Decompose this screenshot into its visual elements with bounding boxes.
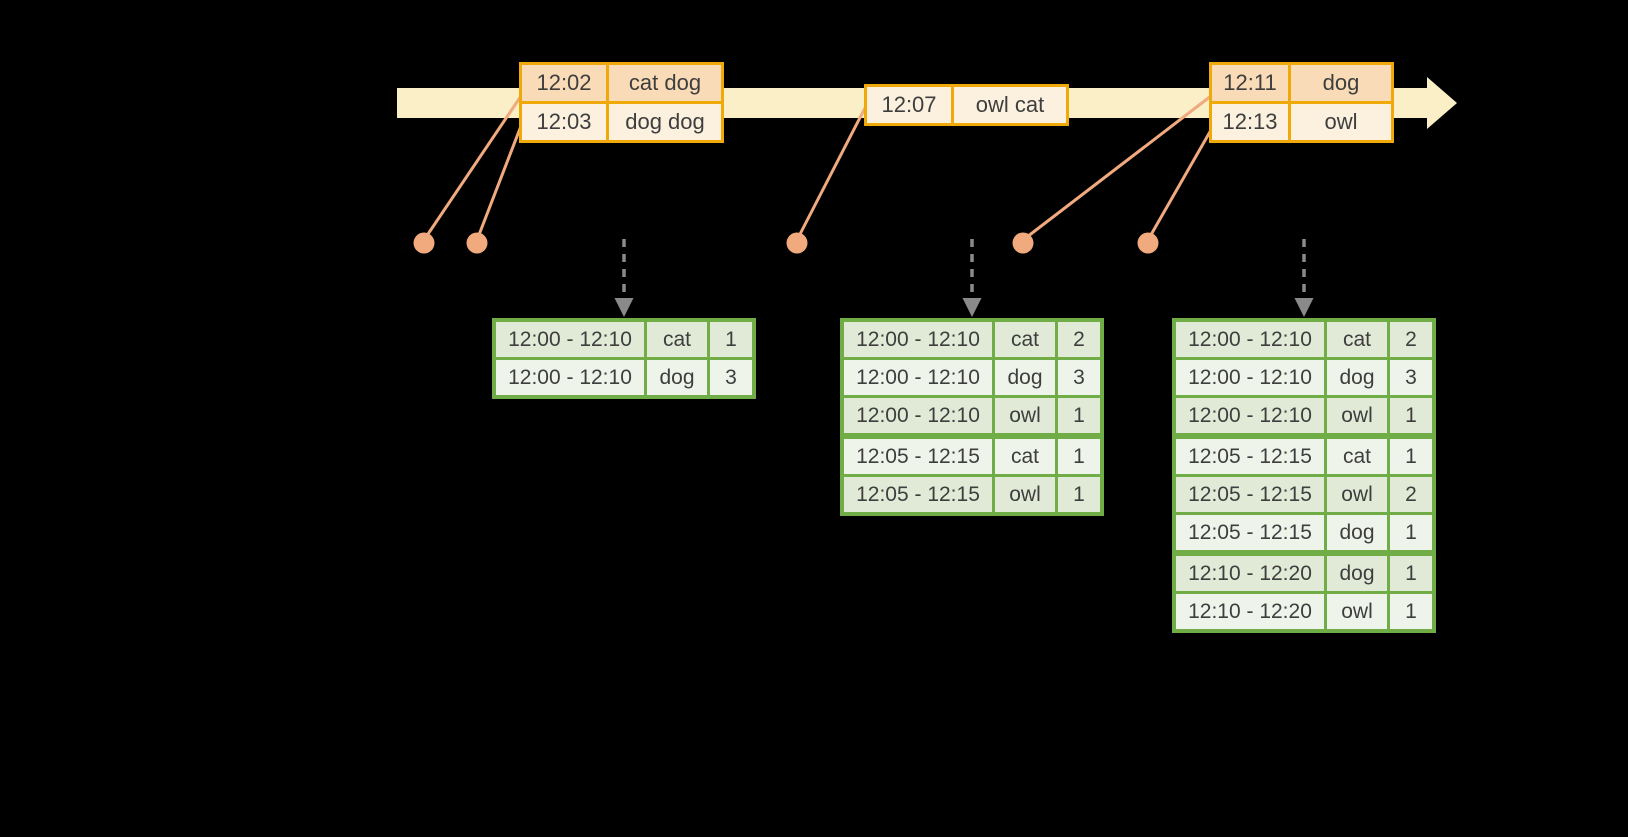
connector-line [795, 105, 868, 241]
count-cell: 3 [1390, 360, 1432, 395]
word-cell: cat [995, 322, 1055, 357]
window-cell: 12:00 - 12:10 [1176, 360, 1324, 395]
count-cell: 1 [1390, 515, 1432, 550]
event-time-cell: 12:02 [522, 65, 606, 101]
window-cell: 12:10 - 12:20 [1176, 556, 1324, 591]
event-words-cell: dog dog [609, 104, 721, 140]
result-table-1: 12:00 - 12:10 cat 1 12:00 - 12:10 dog 3 [492, 318, 756, 399]
result-table-3: 12:00 - 12:10 cat 2 12:00 - 12:10 dog 3 … [1172, 318, 1436, 633]
window-cell: 12:00 - 12:10 [844, 322, 992, 357]
window-cell: 12:00 - 12:10 [844, 398, 992, 433]
result-row: 12:10 - 12:20 dog 1 [1176, 556, 1432, 591]
word-cell: dog [1327, 360, 1387, 395]
result-row: 12:05 - 12:15 dog 1 [1176, 515, 1432, 550]
connector-lines [422, 94, 1213, 242]
event-row: 12:13 owl [1212, 104, 1391, 140]
word-cell: owl [995, 398, 1055, 433]
timeline-arrowhead-icon [1427, 77, 1457, 129]
event-table-1: 12:02 cat dog 12:03 dog dog [519, 62, 724, 143]
word-cell: dog [1327, 515, 1387, 550]
result-row: 12:00 - 12:10 owl 1 [844, 398, 1100, 433]
event-dots [413, 232, 1159, 254]
event-dot [1137, 232, 1159, 254]
count-cell: 1 [710, 322, 752, 357]
window-cell: 12:00 - 12:10 [496, 322, 644, 357]
result-row: 12:00 - 12:10 cat 2 [1176, 322, 1432, 357]
event-time-cell: 12:03 [522, 104, 606, 140]
count-cell: 1 [1390, 398, 1432, 433]
event-dot [466, 232, 488, 254]
event-words-cell: cat dog [609, 65, 721, 101]
result-row: 12:05 - 12:15 owl 1 [844, 477, 1100, 512]
word-cell: cat [1327, 322, 1387, 357]
event-dot [786, 232, 808, 254]
window-cell: 12:05 - 12:15 [844, 477, 992, 512]
connector-line [475, 125, 523, 241]
result-row: 12:05 - 12:15 owl 2 [1176, 477, 1432, 512]
window-cell: 12:00 - 12:10 [496, 360, 644, 395]
trigger-arrow-head-icon [614, 298, 634, 317]
trigger-arrow-head-icon [1294, 298, 1314, 317]
word-cell: owl [1327, 398, 1387, 433]
word-cell: owl [1327, 477, 1387, 512]
window-cell: 12:05 - 12:15 [1176, 515, 1324, 550]
event-words-cell: owl [1291, 104, 1391, 140]
event-dot [1012, 232, 1034, 254]
result-row: 12:00 - 12:10 owl 1 [1176, 398, 1432, 433]
window-cell: 12:05 - 12:15 [1176, 439, 1324, 474]
result-row: 12:00 - 12:10 dog 3 [844, 360, 1100, 395]
count-cell: 1 [1390, 439, 1432, 474]
count-cell: 1 [1390, 594, 1432, 629]
word-cell: cat [995, 439, 1055, 474]
word-cell: dog [1327, 556, 1387, 591]
result-row: 12:00 - 12:10 cat 2 [844, 322, 1100, 357]
event-row: 12:02 cat dog [522, 65, 721, 101]
word-cell: dog [995, 360, 1055, 395]
count-cell: 1 [1058, 439, 1100, 474]
count-cell: 1 [1390, 556, 1432, 591]
window-cell: 12:00 - 12:10 [1176, 398, 1324, 433]
event-row: 12:11 dog [1212, 65, 1391, 101]
event-dot [413, 232, 435, 254]
connector-line [422, 95, 523, 241]
event-time-cell: 12:11 [1212, 65, 1288, 101]
count-cell: 1 [1058, 477, 1100, 512]
event-words-cell: owl cat [954, 87, 1066, 123]
event-words-cell: dog [1291, 65, 1391, 101]
count-cell: 3 [1058, 360, 1100, 395]
event-table-2: 12:07 owl cat [864, 84, 1069, 126]
event-table-3: 12:11 dog 12:13 owl [1209, 62, 1394, 143]
word-cell: owl [1327, 594, 1387, 629]
count-cell: 2 [1058, 322, 1100, 357]
window-cell: 12:00 - 12:10 [1176, 322, 1324, 357]
event-time-cell: 12:07 [867, 87, 951, 123]
window-cell: 12:05 - 12:15 [844, 439, 992, 474]
event-row: 12:07 owl cat [867, 87, 1066, 123]
count-cell: 2 [1390, 477, 1432, 512]
word-cell: cat [647, 322, 707, 357]
event-row: 12:03 dog dog [522, 104, 721, 140]
trigger-arrow-head-icon [962, 298, 982, 317]
trigger-arrows [614, 239, 1314, 317]
result-table-2: 12:00 - 12:10 cat 2 12:00 - 12:10 dog 3 … [840, 318, 1104, 516]
window-cell: 12:10 - 12:20 [1176, 594, 1324, 629]
word-cell: owl [995, 477, 1055, 512]
connector-line [1022, 94, 1212, 242]
window-cell: 12:00 - 12:10 [844, 360, 992, 395]
result-row: 12:05 - 12:15 cat 1 [844, 439, 1100, 474]
word-cell: cat [1327, 439, 1387, 474]
result-row: 12:00 - 12:10 dog 3 [1176, 360, 1432, 395]
event-time-cell: 12:13 [1212, 104, 1288, 140]
result-row: 12:00 - 12:10 cat 1 [496, 322, 752, 357]
count-cell: 3 [710, 360, 752, 395]
count-cell: 1 [1058, 398, 1100, 433]
result-row: 12:00 - 12:10 dog 3 [496, 360, 752, 395]
word-cell: dog [647, 360, 707, 395]
window-cell: 12:05 - 12:15 [1176, 477, 1324, 512]
count-cell: 2 [1390, 322, 1432, 357]
result-row: 12:05 - 12:15 cat 1 [1176, 439, 1432, 474]
result-row: 12:10 - 12:20 owl 1 [1176, 594, 1432, 629]
connector-line [1146, 129, 1213, 241]
